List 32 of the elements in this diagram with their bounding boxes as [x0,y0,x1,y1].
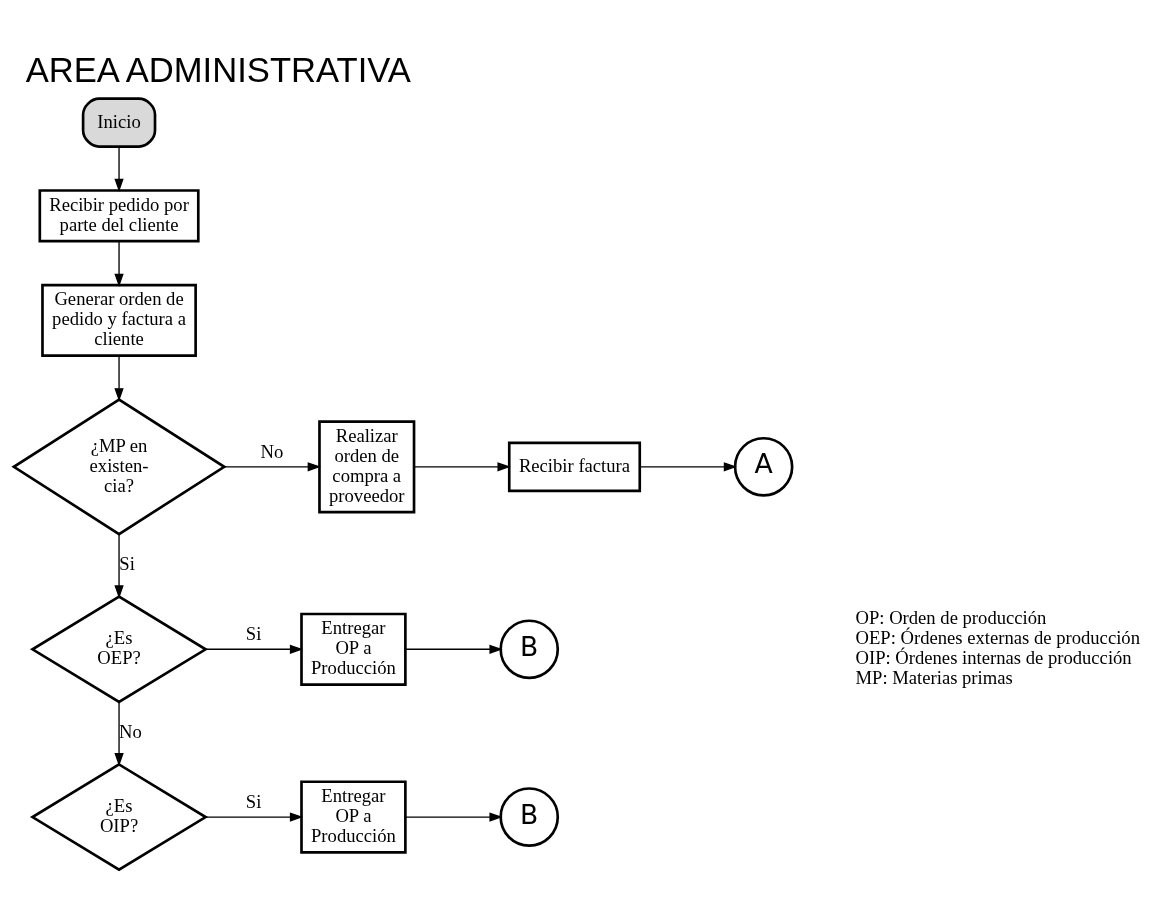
arrow [404,811,503,822]
edge-label: Si [245,622,262,644]
arrow [114,700,124,766]
node-diamond: ¿Es OIP? [29,762,209,871]
arrow [413,461,511,471]
node-box: Entregar OP a Producción [300,612,407,686]
arrow [223,461,321,471]
node-box: Realizar orden de compra a proveedor [318,419,416,513]
node-diamond: ¿MP en existen- cia? [11,397,227,536]
node-box: Recibir pedido por parte del cliente [38,188,200,242]
arrow [205,811,304,822]
node-box: Entregar OP a Producción [300,779,407,854]
node-box: Inicio [81,96,157,148]
node-box: Generar orden de pedido y factura a cliente [41,283,197,357]
arrow [114,240,124,287]
arrow [404,644,503,654]
node-circle: A [733,436,794,497]
label: MP: Materias primas [855,666,1013,688]
arrow [205,644,304,654]
edge-label: No [260,440,284,462]
node-box: Recibir factura [507,441,642,492]
arrow [639,461,738,471]
edge-label: Si [245,790,262,812]
label: OP: Orden de producción [855,606,1047,628]
arrow [114,354,124,401]
node-circle: B [499,786,560,847]
node-circle: B [499,618,560,679]
arrow [114,145,124,192]
edge-label: Si [119,552,135,574]
node-diamond: ¿Es OEP? [29,594,209,703]
arrow [114,532,124,599]
diagram-title: AREA ADMINISTRATIVA [25,50,411,89]
